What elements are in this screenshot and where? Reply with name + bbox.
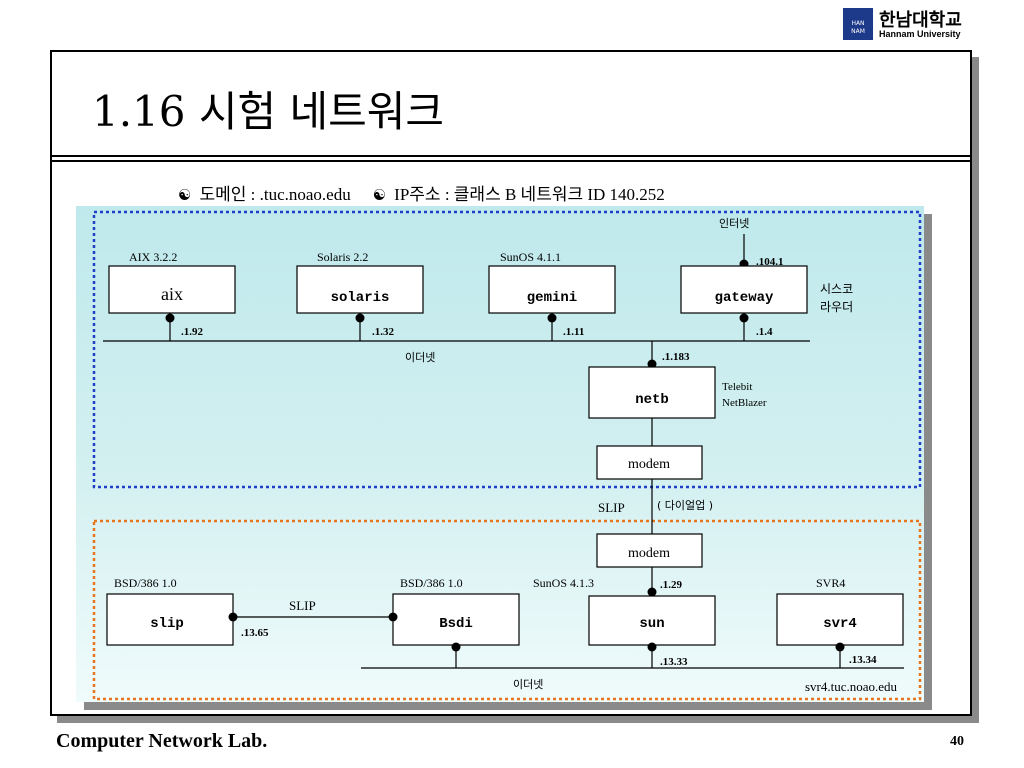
aix-os-label: AIX 3.2.2	[129, 250, 177, 264]
sun-os-label: SunOS 4.1.3	[533, 576, 594, 590]
sun-slip-interface	[647, 587, 657, 597]
host-aix[interactable]	[108, 265, 236, 314]
university-name-korean: 한남대학교	[879, 10, 962, 31]
university-name-english: Hannam University	[879, 29, 961, 39]
host-svr4-name: svr4	[823, 616, 857, 632]
gemini-ip: .1.11	[563, 326, 584, 338]
netb-ip: .1.183	[662, 351, 690, 363]
aix-interface	[165, 313, 175, 323]
yin-yang-icon: ☯	[178, 186, 192, 204]
modem-top-label: modem	[628, 457, 670, 472]
host-solaris-name: solaris	[331, 290, 390, 306]
gateway-uplink-ip: .104.1	[756, 256, 784, 268]
modem-bottom[interactable]	[596, 533, 703, 568]
title-divider-secondary	[52, 160, 970, 162]
top-ethernet-label: 이더넷	[405, 351, 435, 364]
yin-yang-icon: ☯	[372, 186, 387, 204]
dialup-label: ( 다이얼업 )	[657, 498, 713, 512]
sun-interface	[647, 642, 657, 652]
host-sun[interactable]	[588, 595, 716, 646]
host-slip[interactable]	[106, 593, 234, 646]
svr4-ip: .13.34	[849, 654, 877, 666]
host-aix-name: aix	[161, 284, 183, 304]
netb-description: Telebit NetBlazer	[722, 381, 767, 409]
logo-mark-text-top: HAN	[851, 20, 865, 27]
host-netb[interactable]	[588, 366, 716, 419]
sun-ip2: .13.33	[660, 656, 688, 668]
svr4-fqdn: svr4.tuc.noao.edu	[805, 679, 898, 694]
host-gemini[interactable]	[488, 265, 616, 314]
svr4-interface	[835, 642, 845, 652]
gateway-ip: .1.4	[756, 326, 773, 338]
university-logo-mark: HAN NAM	[843, 8, 873, 40]
slip-os-label: BSD/386 1.0	[114, 576, 177, 590]
slip-link-label: SLIP	[598, 500, 625, 515]
slide-title: 1.16 시험 네트워크	[92, 87, 445, 136]
aix-ip: .1.92	[181, 326, 204, 338]
bottom-slip-label: SLIP	[289, 598, 316, 613]
modem-top[interactable]	[596, 445, 703, 480]
page-number: 40	[950, 734, 964, 749]
bsdi-interface	[451, 642, 461, 652]
host-bsdi[interactable]	[392, 593, 520, 646]
sun-ip: .1.29	[660, 579, 683, 591]
gemini-os-label: SunOS 4.1.1	[500, 250, 561, 264]
subline: ☯ 도메인 : .tuc.noao.edu ☯ IP주소 : 클래스 B 네트워크 I…	[178, 180, 665, 205]
solaris-ip: .1.32	[372, 326, 395, 338]
solaris-os-label: Solaris 2.2	[317, 250, 368, 264]
top-network-boundary	[92, 210, 922, 489]
netb-interface	[647, 359, 657, 369]
host-gateway-name: gateway	[715, 290, 774, 306]
bottom-ethernet-label: 이더넷	[513, 678, 543, 691]
host-bsdi-name: Bsdi	[439, 616, 473, 632]
gemini-interface	[547, 313, 557, 323]
bsdi-serial-interface	[388, 612, 398, 622]
footer-lab-name: Computer Network Lab.	[56, 730, 268, 752]
host-slip-name: slip	[150, 616, 184, 632]
host-netb-name: netb	[635, 392, 669, 408]
bottom-network-boundary	[92, 519, 922, 701]
host-sun-name: sun	[639, 616, 664, 632]
ip-text: IP주소 : 클래스 B 네트워크 ID 140.252	[394, 185, 665, 204]
domain-text: 도메인 : .tuc.noao.edu	[199, 185, 351, 204]
cisco-router-label: 시스코 라우더	[820, 282, 857, 314]
bsdi-os-label: BSD/386 1.0	[400, 576, 463, 590]
title-divider	[52, 155, 970, 157]
svr4-os-label: SVR4	[816, 576, 845, 590]
slip-ip: .13.65	[241, 627, 269, 639]
gateway-interface	[739, 313, 749, 323]
internet-label: 인터넷	[719, 217, 749, 230]
host-solaris[interactable]	[296, 265, 424, 314]
logo-mark-text-bottom: NAM	[851, 28, 865, 35]
solaris-interface	[355, 313, 365, 323]
modem-bottom-label: modem	[628, 546, 670, 561]
host-gemini-name: gemini	[527, 290, 577, 306]
